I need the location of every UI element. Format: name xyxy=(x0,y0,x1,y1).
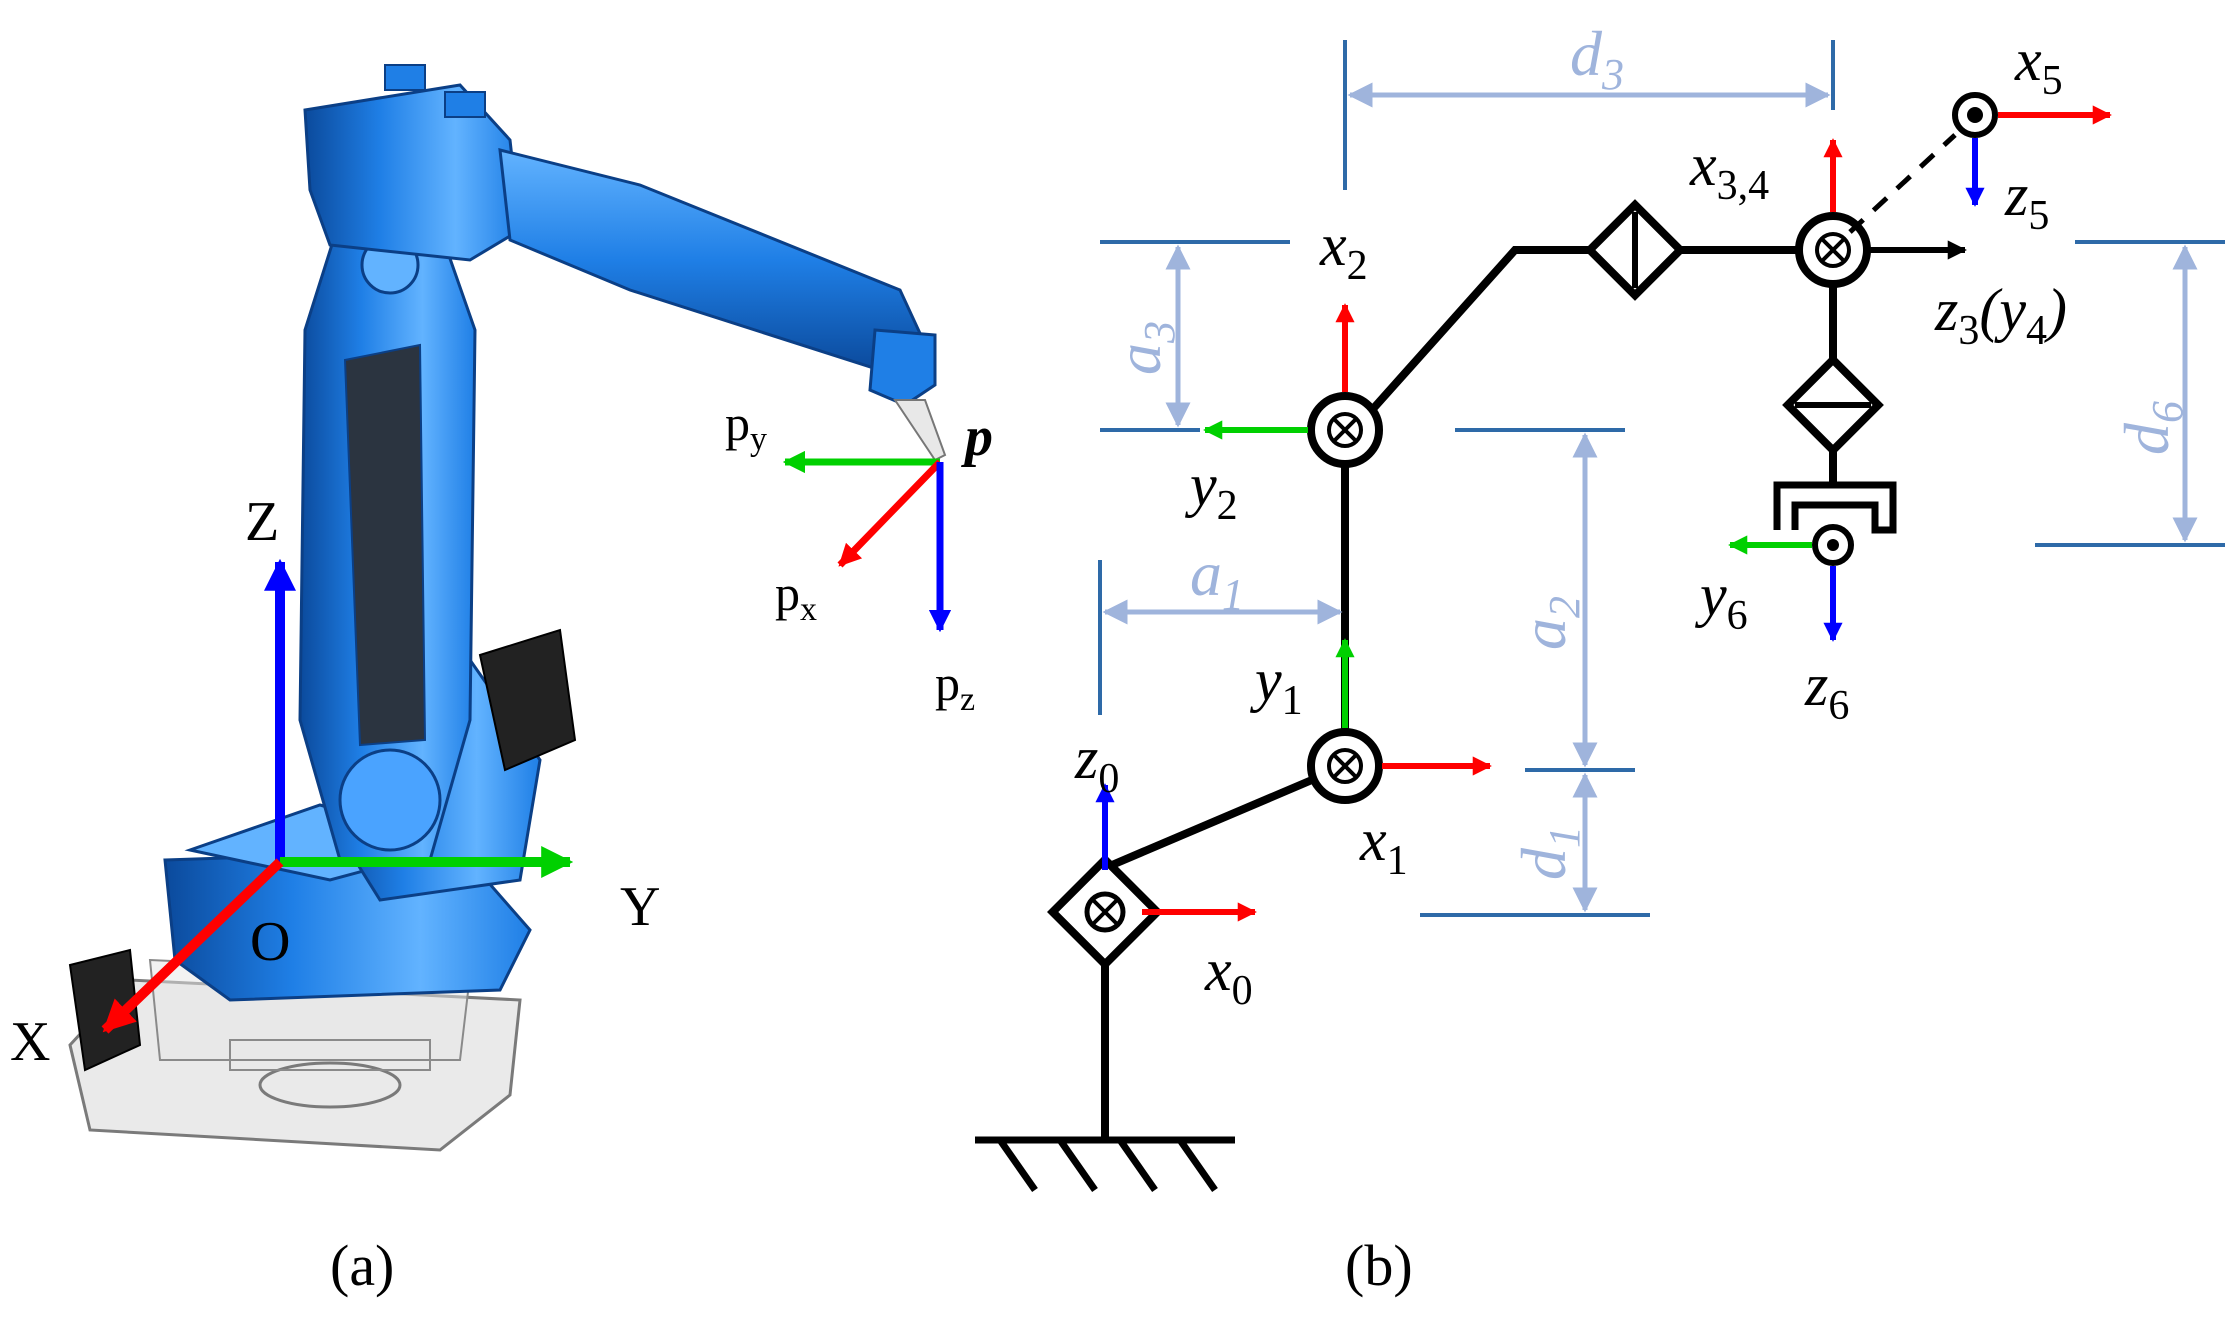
tool-y-label: py xyxy=(725,395,767,458)
panel-b: d3 a3 a1 a2 d1 d6 x0 z0 x1 y1 x2 y2 x3,4… xyxy=(975,18,2225,1298)
tool-x-label: px xyxy=(775,565,817,628)
joint-diamond-horizontal xyxy=(1584,199,1686,301)
robot-tool xyxy=(893,399,947,462)
lower-arm-slot xyxy=(343,343,427,747)
dim-d3-label: d3 xyxy=(1570,18,1624,99)
world-x-label: X xyxy=(10,1011,50,1073)
dim-a1-label: a1 xyxy=(1190,538,1244,619)
ground-symbol xyxy=(975,1136,1235,1193)
panel-a: Z Y X O p py px pz (a) xyxy=(10,64,993,1298)
axis-labels: x0 z0 x1 y1 x2 y2 x3,4 z3(y4) x5 z5 y6 z… xyxy=(1074,27,2067,1014)
dimension-lines xyxy=(1098,40,2225,917)
dim-d1-label: d1 xyxy=(1508,826,1589,880)
robot-forearm xyxy=(498,148,933,372)
label-y6: y6 xyxy=(1694,562,1748,639)
robot-wrist xyxy=(868,328,937,407)
tool-x-axis xyxy=(837,459,943,568)
label-y1: y1 xyxy=(1249,647,1303,724)
joint-2 xyxy=(1307,392,1383,468)
housing-cap-2 xyxy=(444,91,486,118)
panel-b-caption: (b) xyxy=(1345,1233,1413,1298)
shoulder-joint xyxy=(338,748,442,852)
world-frame: Z Y X O xyxy=(10,491,660,1073)
world-origin-label: O xyxy=(250,911,290,973)
label-z5: z5 xyxy=(2004,162,2049,239)
shoulder-motor xyxy=(478,628,577,772)
joint-5 xyxy=(1848,92,1998,234)
label-x34: x3,4 xyxy=(1689,132,1769,209)
robot-upper-housing xyxy=(303,83,522,262)
label-x0: x0 xyxy=(1204,937,1253,1014)
kinematic-links xyxy=(1101,246,1837,1140)
frame-arrows xyxy=(1095,105,2112,922)
tool-z-label: pz xyxy=(935,655,975,718)
label-y2: y2 xyxy=(1184,452,1238,529)
world-x-axis xyxy=(101,858,284,1034)
joint-0 xyxy=(1047,854,1163,970)
label-z0: z0 xyxy=(1074,725,1119,802)
label-x2: x2 xyxy=(1319,212,1368,289)
housing-cap-1 xyxy=(384,64,426,91)
panel-a-caption: (a) xyxy=(330,1233,394,1298)
label-x5: x5 xyxy=(2014,27,2063,104)
joint-1 xyxy=(1307,728,1383,804)
dim-d6-label: d6 xyxy=(2111,401,2192,455)
dim-a2-label: a2 xyxy=(1508,596,1589,650)
label-z6: z6 xyxy=(1804,652,1849,729)
dim-a3-label: a3 xyxy=(1103,321,1184,375)
end-effector-cup xyxy=(1773,481,1897,566)
world-z-label: Z xyxy=(245,491,279,553)
world-y-label: Y xyxy=(620,876,660,938)
joint-diamond-vertical xyxy=(1782,354,1884,456)
label-x1: x1 xyxy=(1359,807,1408,884)
tool-frame: p py px pz xyxy=(725,395,993,718)
dimension-labels: d3 a3 a1 a2 d1 d6 xyxy=(1103,18,2192,880)
tool-point-label: p xyxy=(961,406,993,468)
label-z3-y4: z3(y4) xyxy=(1934,277,2067,354)
joint-3-4 xyxy=(1795,212,1871,288)
